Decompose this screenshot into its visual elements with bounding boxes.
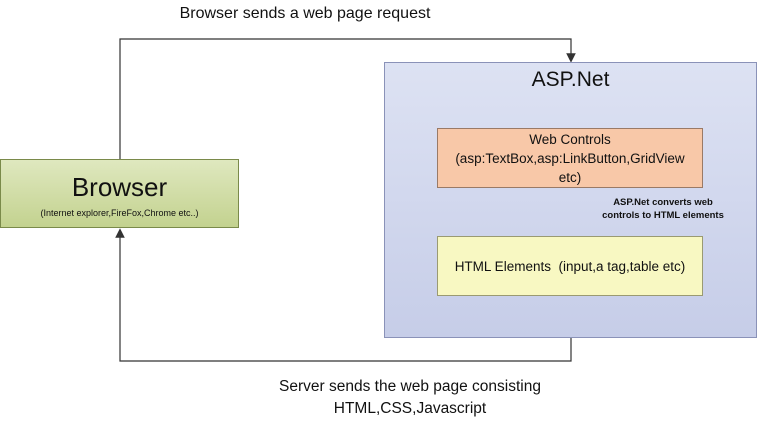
web-controls-box: Web Controls (asp:TextBox,asp:LinkButton… [437, 128, 703, 188]
response-connector [115, 228, 572, 362]
request-connector [119, 38, 576, 159]
response-label-line2: HTML,CSS,Javascript [333, 400, 487, 417]
web-controls-line2: (asp:TextBox,asp:LinkButton,GridView [455, 151, 685, 166]
browser-subtitle: (Internet explorer,FireFox,Chrome etc..) [40, 208, 199, 218]
html-elements-box: HTML Elements (input,a tag,table etc) [437, 236, 703, 296]
web-controls-line1: Web Controls [529, 132, 611, 147]
html-elements-label: HTML Elements (input,a tag,table etc) [454, 259, 686, 274]
conversion-note-line2: controls to HTML elements [602, 210, 724, 221]
aspnet-title: ASP.Net [531, 68, 610, 91]
request-label: Browser sends a web page request [179, 5, 431, 22]
conversion-note: ASP.Net converts web controls to HTML el… [588, 196, 738, 222]
browser-title: Browser [71, 172, 168, 202]
web-controls-line3: etc) [558, 170, 582, 185]
conversion-note-line1: ASP.Net converts web [613, 197, 713, 208]
response-label: Server sends the web page consisting HTM… [140, 376, 680, 420]
response-label-line1: Server sends the web page consisting [279, 378, 541, 395]
browser-box: Browser (Internet explorer,FireFox,Chrom… [0, 159, 239, 228]
